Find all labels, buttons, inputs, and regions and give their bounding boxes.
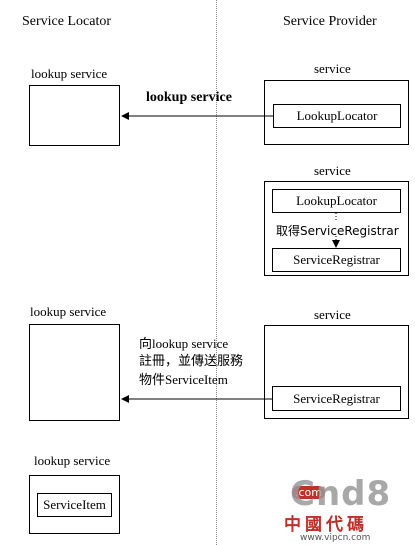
get-registrar-label: 取得ServiceRegistrar bbox=[276, 224, 399, 238]
column-divider bbox=[216, 0, 217, 545]
lookup-service-label-1: lookup service bbox=[31, 66, 108, 81]
lookup-service-box-3 bbox=[29, 324, 120, 421]
service-label-2: service bbox=[314, 163, 351, 178]
register-message-line-3: 物件ServiceItem bbox=[139, 372, 228, 387]
service-item-box: ServiceItem bbox=[37, 493, 112, 517]
provider-column-header: Service Provider bbox=[283, 14, 377, 29]
lookup-locator-box-2: LookupLocator bbox=[272, 189, 401, 213]
watermark-tagline: 中國代碼 bbox=[284, 515, 368, 535]
watermark-url: www.vipcn.com bbox=[300, 533, 371, 543]
lookup-service-box-1 bbox=[29, 85, 120, 146]
lookup-locator-box-1: LookupLocator bbox=[273, 104, 401, 128]
register-message: 向lookup service 註冊，並傳送服務 物件ServiceItem bbox=[139, 335, 243, 389]
watermark: .com Cnd8 中國代碼 www.vipcn.com bbox=[270, 474, 413, 544]
watermark-logo: Cnd8 bbox=[290, 474, 392, 514]
register-message-line-1: 向lookup service bbox=[139, 336, 229, 351]
lookup-service-label-4: lookup service bbox=[34, 453, 111, 468]
lookup-service-label-3: lookup service bbox=[30, 304, 107, 319]
register-message-line-2: 註冊，並傳送服務 bbox=[139, 354, 244, 369]
service-label-1: service bbox=[314, 61, 351, 76]
service-registrar-box-3: ServiceRegistrar bbox=[272, 386, 401, 411]
service-label-3: service bbox=[314, 307, 351, 322]
watermark-dotcom: .com bbox=[292, 486, 325, 499]
lookup-service-arrow-label: lookup service bbox=[146, 90, 232, 105]
locator-column-header: Service Locator bbox=[22, 14, 112, 29]
service-registrar-box-2: ServiceRegistrar bbox=[272, 248, 401, 272]
